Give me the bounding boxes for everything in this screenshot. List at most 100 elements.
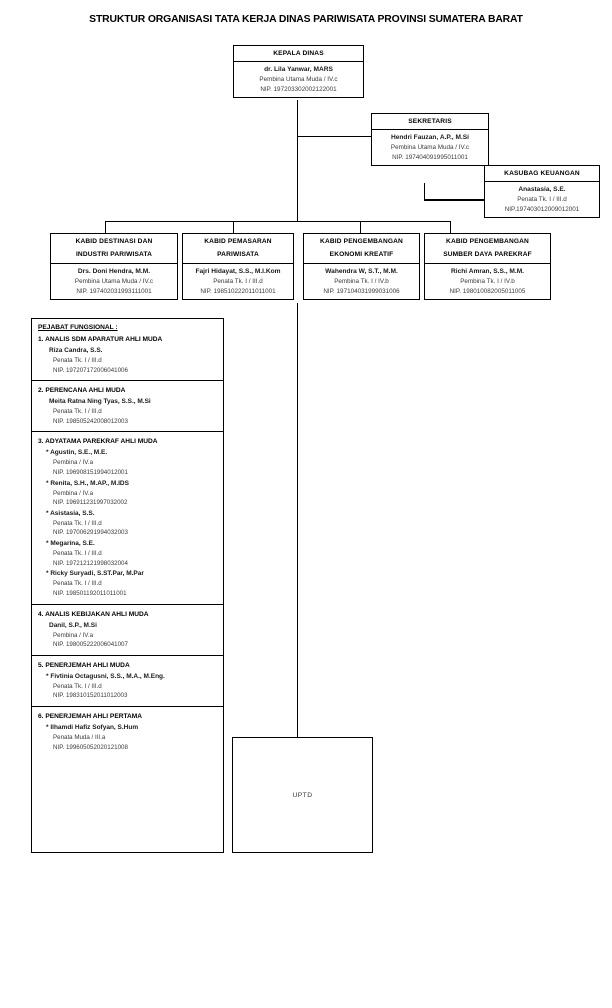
functional-person-name: * Ilhamdi Hafiz Sofyan, S.Hum: [46, 723, 223, 733]
kasubag-keuangan-rank: Penata Tk. I / III.d: [517, 196, 567, 204]
functional-person-name-text: Fivtinia Octagusni, S.S., M.A., M.Eng.: [50, 672, 165, 680]
kabid-ekonomi-kreatif-body: Wahendra W, S.T., M.M. Pembina Tk. I / I…: [304, 264, 419, 299]
node-kabid-pemasaran[interactable]: KABID PEMASARAN PARIWISATA Fajri Hidayat…: [182, 233, 294, 301]
page-title: STRUKTUR ORGANISASI TATA KERJA DINAS PAR…: [89, 14, 523, 25]
functional-person-name: Danil, S.P., M.Si: [49, 621, 223, 631]
functional-person-name: * Ricky Suryadi, S.ST.Par, M.Par: [46, 569, 223, 579]
functional-person-rank: Penata Tk. I / III.d: [53, 580, 102, 588]
kabid-destinasi-rank: Pembina Utama Muda / IV.c: [74, 278, 154, 286]
functional-person-name: * Renita, S.H., M.AP., M.IDS: [46, 479, 223, 489]
node-uptd[interactable]: UPTD: [232, 737, 373, 853]
connector-sekretaris-down: [424, 183, 426, 200]
functional-person-name: Meita Ratna Ning Tyas, S.S., M.Si: [49, 397, 223, 407]
functional-person-name-text: Ricky Suryadi, S.ST.Par, M.Par: [50, 570, 144, 578]
functional-person-nip: NIP. 196908151994012001: [53, 468, 128, 476]
functional-group: 1. ANALIS SDM APARATUR AHLI MUDA Riza Can…: [32, 335, 223, 380]
functional-group-title: 4. ANALIS KEBIJAKAN AHLI MUDA: [38, 610, 149, 618]
functional-person-rank: Penata Muda / III.a: [53, 733, 106, 741]
kabid-sumber-daya-parekraf-nip: NIP. 198010082005011005: [449, 287, 526, 295]
kabid-ekonomi-kreatif-header-line2: EKONOMI KREATIF: [329, 251, 394, 259]
functional-person-rank: Penata Tk. I / III.d: [53, 356, 102, 364]
functional-group: 3. ADYATAMA PAREKRAF AHLI MUDA* Agustin,…: [32, 431, 223, 603]
functional-person-nip: NIP. 198005222006041007: [53, 641, 128, 649]
uptd-label: UPTD: [292, 791, 313, 799]
functional-person-name: Riza Candra, S.S.: [49, 346, 223, 356]
sekretaris-body: Hendri Fauzan, A.P., M.Si Pembina Utama …: [372, 130, 488, 165]
kabid-destinasi-name: Drs. Doni Hendra, M.M.: [77, 268, 151, 276]
kabid-sumber-daya-parekraf-header: KABID PENGEMBANGAN SUMBER DAYA PAREKRAF: [425, 234, 550, 265]
kabid-pemasaran-header-line2: PARIWISATA: [217, 251, 259, 259]
functional-person-name: * Megarina, S.E.: [46, 539, 223, 549]
functional-person-rank: Penata Tk. I / III.d: [53, 682, 102, 690]
kasubag-keuangan-nip: NIP.197403012009012001: [504, 205, 580, 213]
kabid-destinasi-header: KABID DESTINASI DAN INDUSTRI PARIWISATA: [51, 234, 177, 265]
functional-person-rank: Pembina / IV.a: [53, 489, 94, 497]
node-kasubag-keuangan[interactable]: KASUBAG KEUANGAN Anastasia, S.E. Penata …: [484, 165, 600, 218]
kepala-dinas-rank: Pembina Utama Muda / IV.c: [259, 76, 338, 84]
connector-trunk-to-uptd: [296, 303, 298, 738]
functional-group: 4. ANALIS KEBIJAKAN AHLI MUDA Danil, S.P.…: [32, 603, 223, 655]
bullet-star-icon: *: [46, 672, 49, 680]
node-kabid-sumber-daya-parekraf[interactable]: KABID PENGEMBANGAN SUMBER DAYA PAREKRAF …: [424, 233, 551, 301]
functional-person-nip: NIP. 198310152011012003: [53, 692, 128, 700]
node-sekretaris[interactable]: SEKRETARIS Hendri Fauzan, A.P., M.Si Pem…: [371, 113, 489, 166]
bullet-star-icon: *: [46, 723, 49, 731]
sekretaris-header: SEKRETARIS: [372, 114, 488, 131]
bullet-star-icon: *: [46, 540, 49, 548]
kabid-sumber-daya-parekraf-header-line2: SUMBER DAYA PAREKRAF: [443, 251, 532, 259]
bullet-star-icon: *: [46, 509, 49, 517]
connector-drop-ekraf: [360, 221, 362, 233]
connector-to-kasubag: [424, 199, 484, 201]
functional-group-title: 6. PENERJEMAH AHLI PERTAMA: [38, 712, 143, 720]
kabid-ekonomi-kreatif-header-line1: KABID PENGEMBANGAN: [320, 238, 403, 245]
functional-person-name: * Asistasia, S.S.: [46, 509, 223, 519]
functional-person-rank: Penata Tk. I / III.d: [53, 550, 102, 558]
bullet-star-icon: *: [46, 479, 49, 487]
kabid-pemasaran-name: Fajri Hidayat, S.S., M.I.Kom: [195, 268, 281, 276]
kabid-pemasaran-nip: NIP. 198510222011011001: [200, 287, 276, 295]
functional-person-nip: NIP. 197212121998032004: [53, 559, 128, 567]
sekretaris-name: Hendri Fauzan, A.P., M.Si: [390, 134, 470, 142]
node-kabid-destinasi[interactable]: KABID DESTINASI DAN INDUSTRI PARIWISATA …: [50, 233, 178, 301]
kasubag-keuangan-header: KASUBAG KEUANGAN: [485, 166, 599, 183]
kabid-pemasaran-body: Fajri Hidayat, S.S., M.I.Kom Penata Tk. …: [183, 264, 293, 299]
functional-person-nip: NIP. 197207172006041006: [53, 366, 128, 374]
kasubag-keuangan-body: Anastasia, S.E. Penata Tk. I / III.d NIP…: [485, 182, 599, 217]
functional-person-rank: Pembina / IV.a: [53, 631, 94, 639]
kabid-pemasaran-rank: Penata Tk. I / III.d: [213, 278, 263, 286]
functional-person-name-text: Meita Ratna Ning Tyas, S.S., M.Si: [49, 398, 151, 406]
kabid-ekonomi-kreatif-header: KABID PENGEMBANGAN EKONOMI KREATIF: [304, 234, 419, 265]
kabid-destinasi-header-line2: INDUSTRI PARIWISATA: [75, 251, 153, 259]
functional-group-title: 1. ANALIS SDM APARATUR AHLI MUDA: [38, 336, 163, 343]
sekretaris-nip: NIP. 197404091995011001: [392, 153, 468, 161]
functional-person-name-text: Megarina, S.E.: [50, 540, 95, 548]
kabid-pemasaran-header-line1: KABID PEMASARAN: [204, 238, 272, 245]
functional-person-name-text: Ilhamdi Hafiz Sofyan, S.Hum: [50, 723, 139, 731]
connector-trunk-main: [296, 100, 298, 222]
connector-drop-destinasi: [105, 221, 107, 233]
kabid-sumber-daya-parekraf-header-line1: KABID PENGEMBANGAN: [446, 238, 529, 245]
functional-person-nip: NIP. 199605052020121008: [53, 743, 128, 751]
functional-person-nip: NIP. 197006291994032003: [53, 529, 128, 537]
functional-officials-panel: PEJABAT FUNGSIONAL : 1. ANALIS SDM APARA…: [31, 318, 224, 853]
functional-person-name-text: Riza Candra, S.S.: [49, 346, 103, 354]
functional-person-rank: Penata Tk. I / III.d: [53, 519, 102, 527]
kabid-sumber-daya-parekraf-body: Richi Amran, S.S., M.M. Pembina Tk. I / …: [425, 264, 550, 299]
bullet-star-icon: *: [46, 449, 49, 457]
functional-person-name-text: Danil, S.P., M.Si: [49, 621, 97, 629]
node-kabid-ekonomi-kreatif[interactable]: KABID PENGEMBANGAN EKONOMI KREATIF Wahen…: [303, 233, 420, 301]
kabid-destinasi-nip: NIP. 197402031993111001: [76, 287, 152, 295]
sekretaris-rank: Pembina Utama Muda / IV.c: [390, 144, 470, 152]
kabid-ekonomi-kreatif-nip: NIP. 197104031999031006: [323, 287, 400, 295]
node-kepala-dinas[interactable]: KEPALA DINAS dr. Lila Yanwar, MARS Pembi…: [233, 45, 364, 98]
kepala-dinas-name: dr. Lila Yanwar, MARS: [264, 66, 333, 74]
connector-kabid-bus: [105, 221, 451, 223]
kabid-ekonomi-kreatif-name: Wahendra W, S.T., M.M.: [325, 268, 398, 276]
kabid-pemasaran-header: KABID PEMASARAN PARIWISATA: [183, 234, 293, 265]
